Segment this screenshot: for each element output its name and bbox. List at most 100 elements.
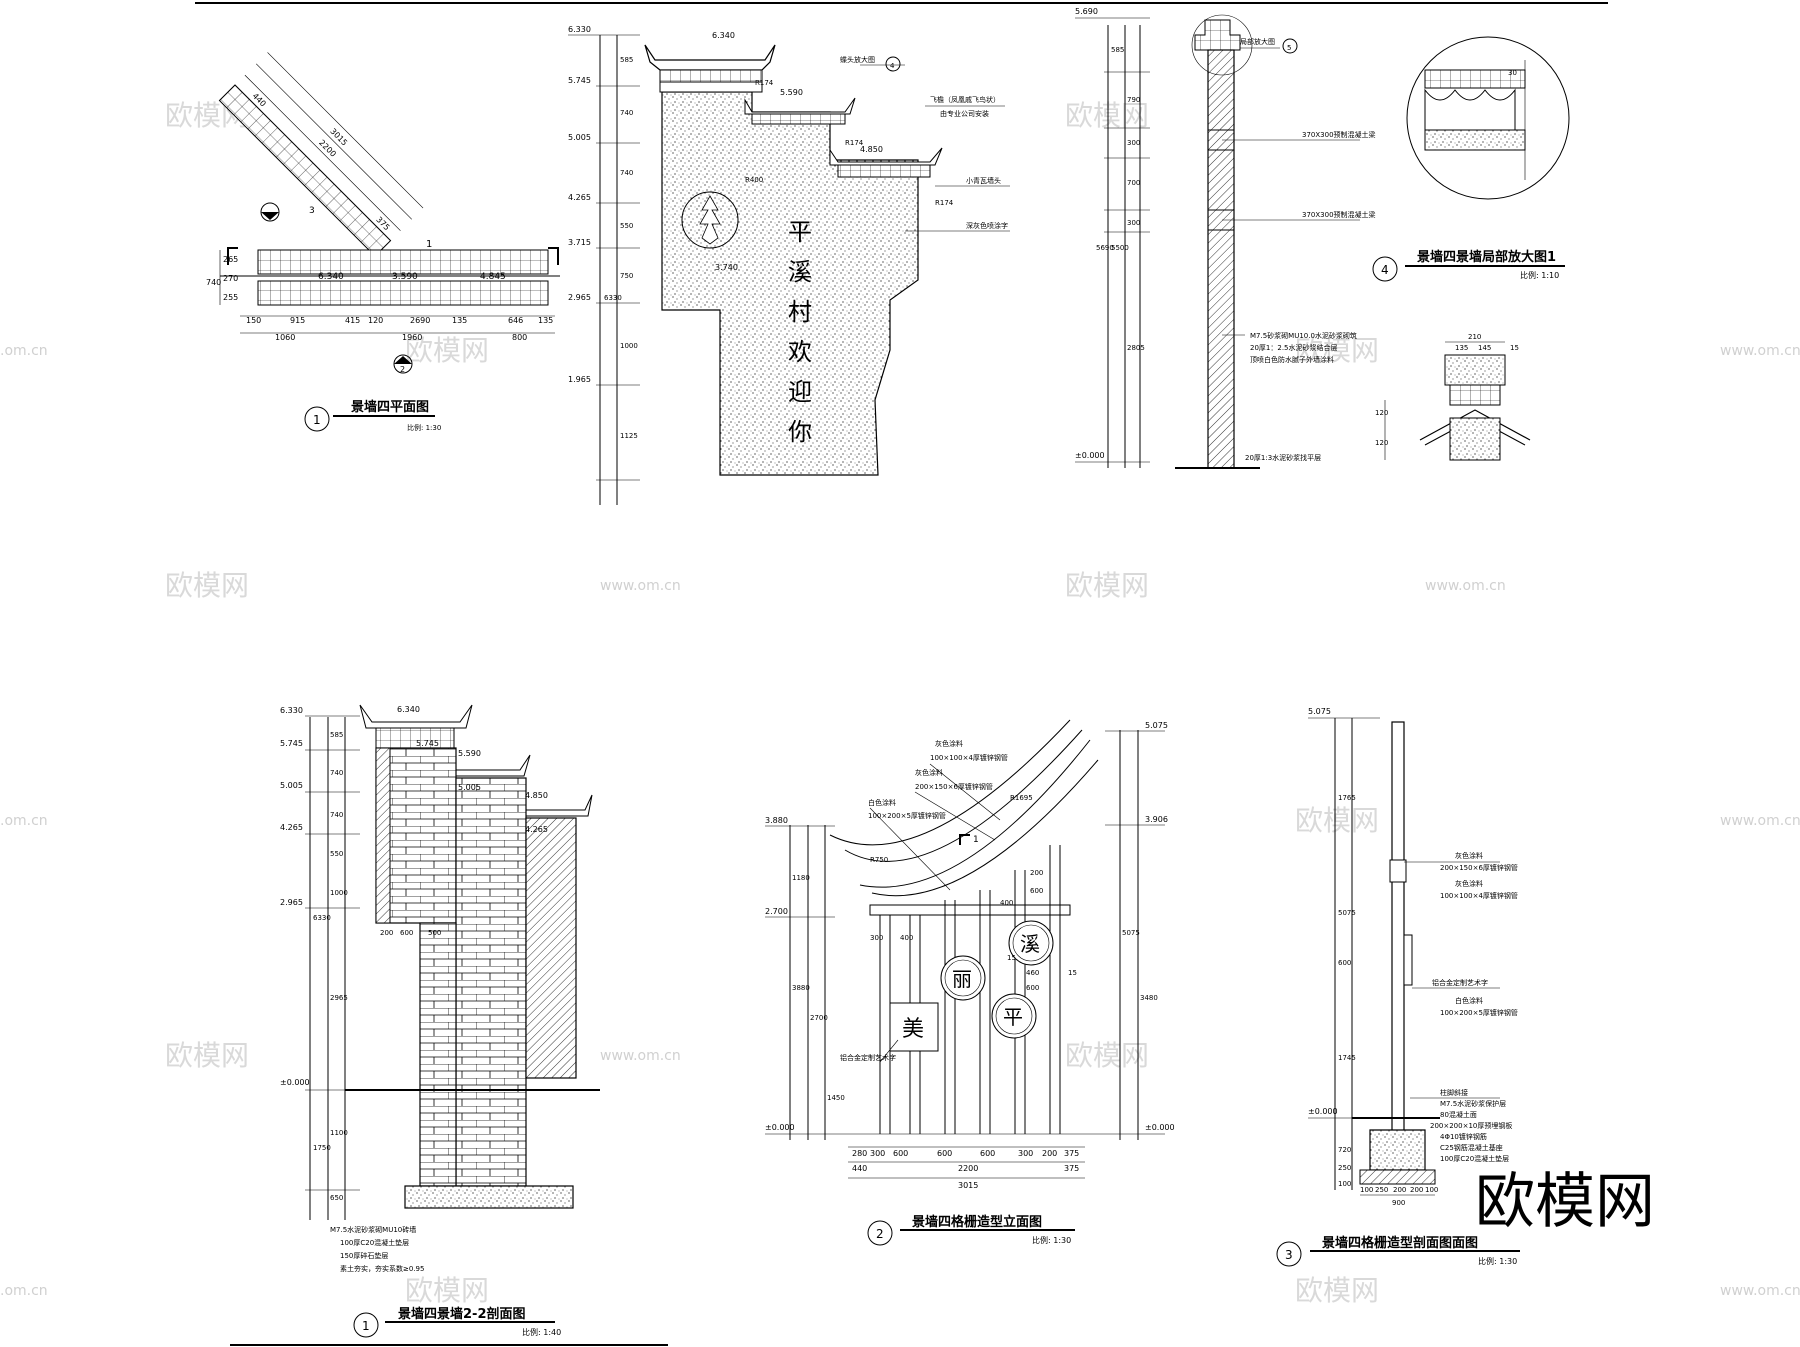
column-callout: 20厚1：2.5水泥砂浆结合层 [1250,343,1338,352]
plan-section-mark: 2 [400,365,405,374]
grille-sect-title: 景墙四格栅造型剖面图面图 [1322,1235,1478,1251]
detail-number: 4 [1381,263,1389,277]
detail-enlargement: 30 4 景墙四景墙局部放大图1 比例: 1:10 210 135 145 15… [1372,36,1570,461]
grille-level-left: 2.700 [765,907,788,916]
plan-bottom-dim: 135 [538,316,553,325]
section-level: 6.330 [280,706,303,715]
column-dim: 5500 [1111,244,1129,252]
watermark-brand: 欧模网 [1295,804,1379,837]
elev-vdim: 750 [620,272,633,280]
grille-sect-callout: C25钢筋混凝土基座 [1440,1143,1503,1152]
welcome-char: 迎 [788,378,812,406]
plan-scale: 比例: 1:30 [407,423,441,432]
grille-level-left: 3.880 [765,816,788,825]
grille-sect-bottom-dim: 250 [1375,1186,1388,1194]
plan-detail-mark: 3 [309,206,315,216]
plan-elev: 3.590 [392,272,418,282]
elev-vdim: 1125 [620,432,638,440]
grille-sect-callout: 4Φ10镀锌钢筋 [1440,1132,1487,1141]
welcome-char: 欢 [788,338,812,366]
plan-elev: 4.845 [480,272,506,282]
elev-level: 1.965 [568,375,591,384]
watermark-brand: 欧模网 [1065,1039,1149,1072]
column-dim: 300 [1127,219,1140,227]
grille-total-dim: 3015 [958,1181,978,1190]
grille-callout: 200×150×6厚镀锌钢管 [915,782,993,791]
detail-scale: 比例: 1:10 [1520,270,1559,280]
column-callout: M7.5砂浆砌MU10.0水泥砂浆砌筑 [1250,331,1357,340]
section-level: 5.745 [280,739,303,748]
grille-sect-scale: 比例: 1:30 [1478,1256,1517,1266]
section-number: 1 [362,1319,370,1333]
grille-bottom-dim: 375 [1064,1149,1079,1158]
section-dim: 740 [330,811,343,819]
grille-inner-dim: 600 [1030,887,1043,895]
grille-sect-bottom-dim: 100 [1360,1186,1373,1194]
section-tag-level: 5.745 [416,739,439,748]
section-scale: 比例: 1:40 [522,1327,561,1337]
grille-sect-callout: 200×150×6厚镀锌钢管 [1440,863,1518,872]
section-tag-level: 4.850 [525,791,548,800]
plan-bottom-dim: 1060 [275,333,295,342]
grille-level-left: ±0.000 [765,1123,795,1132]
welcome-wall-elevation: 6.330 5.745 5.005 4.265 3.715 2.965 1.96… [568,25,1010,505]
elev-vdim: 585 [620,56,633,64]
watermark-brand: 欧模网 [1065,569,1149,602]
watermark-brand: 欧模网 [1295,334,1379,367]
grille-elev-number: 2 [876,1227,884,1241]
elev-vdim: 1000 [620,342,638,350]
section-dim: 740 [330,769,343,777]
grille-callout: 100×200×5厚镀锌钢管 [868,811,946,820]
section-tag-level: 5.590 [458,749,481,758]
elev-radius: R174 [935,199,954,207]
grille-vdim: 3880 [792,984,810,992]
plan-bottom-dim: 2690 [410,316,430,325]
grille-sect-callout: 柱脚斜接 [1440,1088,1468,1097]
elev-vdim: 740 [620,109,633,117]
grille-elevation: 3.880 2.700 ±0.000 5.075 3.906 ±0.000 11… [765,719,1175,1246]
watermark-brand: 欧模网 [1065,99,1149,132]
grille-sect-callout: 200×200×10厚预埋钢板 [1430,1121,1512,1130]
grille-bottom-dim: 600 [893,1149,908,1158]
watermark-url: www.om.cn [1720,813,1800,829]
grille-bottom-dim: 600 [980,1149,995,1158]
detail-dim: 30 [1508,69,1517,77]
section-level: ±0.000 [280,1078,310,1087]
watermark-brand: 欧模网 [405,1274,489,1307]
grille-sect-bottom-total: 900 [1392,1199,1405,1207]
elev-level: 3.715 [568,238,591,247]
column-callout: 局部放大图 [1240,37,1275,46]
grille-sect-callout: 白色涂料 [1455,996,1483,1005]
plan-bottom-dim: 415 [345,316,360,325]
elev-tag-level: 3.740 [715,263,738,272]
detail-dim: 210 [1468,333,1481,341]
detail-dim: 120 [1375,409,1388,417]
grille-inner-dim: 15 [1068,969,1077,977]
grille-bottom-dim: 300 [1018,1149,1033,1158]
section-note: 100厚C20混凝土垫层 [340,1238,409,1247]
watermark-brand: 欧模网 [165,1039,249,1072]
grille-callout: 灰色涂料 [935,739,963,748]
grille-level-right: ±0.000 [1145,1123,1175,1132]
section-dim: 1000 [330,889,348,897]
grille-bottom-dim: 300 [870,1149,885,1158]
grille-sect-dim: 250 [1338,1164,1351,1172]
elev-callout: 飞檐（凤凰戚飞鸟状） [930,95,1000,104]
elev-callout: 由专业公司安装 [940,109,989,118]
plan-bottom-dim: 150 [246,316,261,325]
grille-sect-level: 5.075 [1308,707,1331,716]
plan-diag-dim: 3015 [328,127,349,148]
grille-character: 平 [1003,1005,1023,1029]
watermark-url: www.om.cn [1720,343,1800,359]
grille-callout: 铝合金定制艺术字 [840,1053,896,1062]
elev-level: 5.005 [568,133,591,142]
column-callout: 顶喷白色防水腻子外墙涂料 [1250,355,1334,364]
grille-sect-dim: 5075 [1338,909,1356,917]
grille-bottom-dim: 280 [852,1149,867,1158]
plan-left-dim: 740 [206,278,221,287]
elev-tag-level: 4.850 [860,145,883,154]
grille-inner-dim: 15 [1007,954,1016,962]
grille-character: 丽 [952,967,972,991]
grille-inner-dim: 400 [1000,899,1013,907]
section-bottom-dim: 500 [428,929,441,937]
